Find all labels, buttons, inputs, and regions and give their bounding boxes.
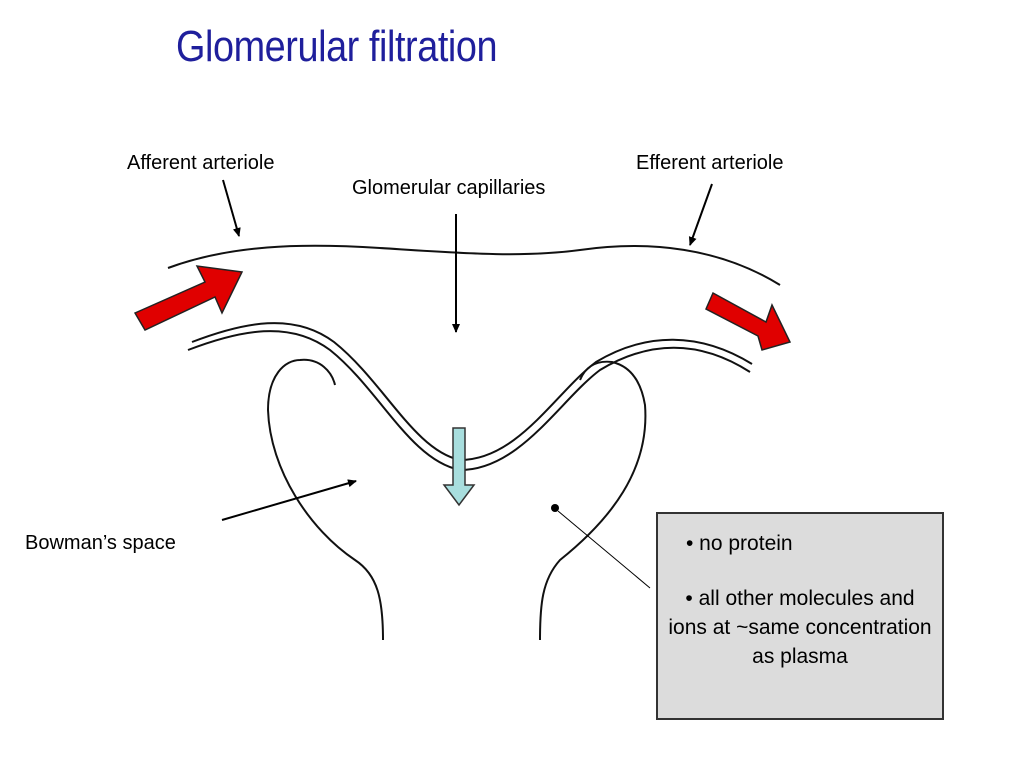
bowmans-space-label: Bowman’s space: [25, 532, 176, 554]
afferent-arteriole-label: Afferent arteriole: [127, 152, 275, 174]
info-item-no-protein: • no protein: [686, 532, 793, 555]
glomerular-capillaries-label: Glomerular capillaries: [352, 177, 546, 199]
arteriole-lower-wall-inner: [191, 322, 753, 462]
arteriole-upper-wall: [167, 244, 781, 286]
info-connector: [557, 510, 651, 589]
filtration-arrow: [442, 427, 476, 507]
efferent-pointer: [688, 183, 713, 246]
arteriole-lower-wall-outer: [187, 330, 751, 472]
afferent-pointer: [222, 179, 241, 237]
efferent-flow-arrow: [705, 291, 792, 351]
filtrate-info-box: • no protein • all other molecules and i…: [656, 512, 944, 720]
info-item-other-molecules: • all other molecules and ions at ~same …: [668, 587, 932, 668]
bowmans-space-pointer: [221, 479, 357, 521]
bowmans-capsule-right: [539, 360, 647, 641]
efferent-arteriole-label: Efferent arteriole: [636, 152, 784, 174]
filtrate-dot: [551, 504, 559, 512]
afferent-flow-arrow: [133, 265, 244, 331]
bowmans-capsule-left: [266, 358, 384, 641]
slide-title: Glomerular filtration: [176, 22, 498, 71]
